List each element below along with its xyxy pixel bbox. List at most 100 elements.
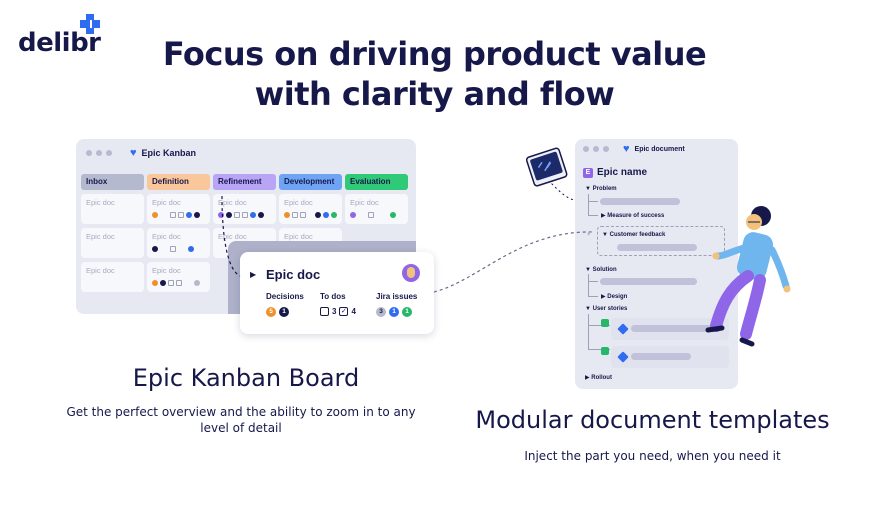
column-header-inbox[interactable]: Inbox bbox=[81, 174, 144, 190]
card-meta bbox=[152, 246, 205, 252]
kanban-card[interactable]: Epic doc bbox=[147, 228, 210, 258]
document-titlebar: ♥ Epic document bbox=[575, 139, 738, 159]
caret-right-icon: ▶ bbox=[601, 213, 608, 219]
checkbox-checked-icon: ✓ bbox=[339, 307, 349, 316]
jira-label: Jira issues bbox=[376, 292, 418, 301]
document-section-heading: Modular document templates bbox=[475, 406, 830, 434]
caret-down-icon: ▼ bbox=[585, 306, 593, 312]
kanban-card[interactable]: Epic doc bbox=[147, 262, 210, 292]
card-title: Epic doc bbox=[152, 232, 181, 241]
section-label: User stories bbox=[592, 306, 628, 312]
decisions-label: Decisions bbox=[266, 292, 304, 301]
section-design[interactable]: ▶ Design bbox=[601, 293, 627, 300]
section-solution[interactable]: ▼ Solution bbox=[585, 267, 617, 273]
document-title-text: Epic document bbox=[634, 145, 685, 153]
kanban-column-inbox: Inbox Epic doc Epic doc Epic doc bbox=[81, 174, 144, 296]
kanban-section-description: Get the perfect overview and the ability… bbox=[66, 405, 416, 435]
section-label: Solution bbox=[592, 267, 617, 273]
kanban-card[interactable]: Epic doc bbox=[213, 194, 276, 224]
tree-line bbox=[588, 280, 598, 297]
document-title: ♥ Epic document bbox=[623, 142, 685, 155]
bookmark-icon bbox=[601, 319, 609, 327]
kanban-titlebar: ♥ Epic Kanban bbox=[76, 139, 416, 167]
card-meta bbox=[218, 212, 271, 218]
card-title: Epic doc bbox=[350, 198, 379, 207]
placeholder-bar bbox=[600, 198, 680, 205]
section-measure-of-success[interactable]: ▶ Measure of success bbox=[601, 212, 664, 219]
jira-badge-gray: 3 bbox=[376, 307, 386, 317]
todos-label: To dos bbox=[320, 292, 346, 301]
column-header-evaluation[interactable]: Evaluation bbox=[345, 174, 408, 190]
column-header-development[interactable]: Development bbox=[279, 174, 342, 190]
document-section-description: Inject the part you need, when you need … bbox=[524, 449, 781, 463]
add-module-plus-icon[interactable]: + bbox=[587, 232, 591, 238]
kanban-card[interactable]: Epic doc bbox=[81, 194, 144, 224]
tree-line bbox=[588, 194, 598, 202]
section-label: Design bbox=[607, 294, 628, 300]
caret-down-icon: ▼ bbox=[585, 186, 593, 192]
expand-arrow-icon[interactable]: ▶ bbox=[250, 270, 257, 279]
page-headline: Focus on driving product value with clar… bbox=[0, 34, 869, 114]
kanban-section-heading: Epic Kanban Board bbox=[132, 364, 360, 392]
jira-group: Jira issues 3 1 1 bbox=[376, 292, 417, 317]
kanban-card[interactable]: Epic doc bbox=[279, 194, 342, 224]
section-user-stories[interactable]: ▼ User stories bbox=[585, 306, 627, 312]
section-label: Customer feedback bbox=[609, 232, 666, 238]
kanban-card[interactable]: Epic doc bbox=[81, 262, 144, 292]
card-title: Epic doc bbox=[86, 198, 115, 207]
jira-badge-green: 1 bbox=[402, 307, 412, 317]
kanban-column-definition: Definition Epic doc Epic doc Epic doc bbox=[147, 174, 210, 296]
epic-name-heading[interactable]: E Epic name bbox=[583, 167, 647, 178]
bookmark-icon bbox=[601, 347, 609, 355]
decisions-closed-badge: 1 bbox=[279, 307, 289, 317]
kanban-card[interactable]: Epic doc bbox=[81, 228, 144, 258]
card-title: Epic doc bbox=[86, 232, 115, 241]
heart-icon: ♥ bbox=[130, 146, 137, 159]
window-dots bbox=[583, 146, 609, 152]
decisions-open-badge: 5 bbox=[266, 307, 276, 317]
headline-line-2: with clarity and flow bbox=[254, 75, 615, 113]
tree-line bbox=[588, 314, 610, 326]
card-meta bbox=[152, 280, 205, 286]
caret-right-icon: ▶ bbox=[601, 294, 608, 300]
module-trail-line bbox=[547, 179, 575, 201]
section-customer-feedback[interactable]: ▼ Customer feedback bbox=[602, 232, 665, 238]
placeholder-bar bbox=[600, 278, 697, 285]
section-label: Rollout bbox=[591, 375, 612, 381]
heart-icon: ♥ bbox=[623, 142, 630, 155]
column-header-refinement[interactable]: Refinement bbox=[213, 174, 276, 190]
card-title: Epic doc bbox=[152, 266, 181, 275]
avatar bbox=[402, 264, 420, 282]
section-rollout[interactable]: ▶ Rollout bbox=[585, 374, 612, 381]
card-meta bbox=[152, 212, 205, 218]
checkbox-empty-icon bbox=[320, 307, 329, 316]
todos-open-count: 3 bbox=[332, 307, 337, 316]
tree-line bbox=[588, 200, 598, 216]
kanban-title-text: Epic Kanban bbox=[141, 148, 197, 158]
delibr-logo[interactable]: delibr bbox=[18, 14, 108, 58]
card-meta bbox=[284, 212, 337, 218]
section-problem[interactable]: ▼ Problem bbox=[585, 186, 617, 192]
card-title: Epic doc bbox=[86, 266, 115, 275]
epic-doc-popup-card[interactable]: ▶ Epic doc Decisions 5 1 To dos 3 ✓ 4 Ji… bbox=[240, 252, 434, 334]
kanban-card[interactable]: Epic doc bbox=[345, 194, 408, 224]
module-card-icon bbox=[525, 147, 568, 187]
section-label: Problem bbox=[592, 186, 617, 192]
headline-line-1: Focus on driving product value bbox=[162, 35, 707, 73]
column-header-definition[interactable]: Definition bbox=[147, 174, 210, 190]
todos-group: To dos 3 ✓ 4 bbox=[320, 292, 356, 316]
card-title: Epic doc bbox=[152, 198, 181, 207]
card-meta bbox=[350, 212, 403, 218]
card-title: Epic doc bbox=[218, 198, 247, 207]
caret-down-icon: ▼ bbox=[585, 267, 593, 273]
decisions-group: Decisions 5 1 bbox=[266, 292, 304, 317]
card-title: Epic doc bbox=[218, 232, 247, 241]
flow-connector-line bbox=[433, 231, 595, 293]
kanban-card[interactable]: Epic doc bbox=[147, 194, 210, 224]
window-dots bbox=[86, 150, 112, 156]
todos-done-count: 4 bbox=[351, 307, 356, 316]
caret-right-icon: ▶ bbox=[585, 375, 592, 381]
tree-line bbox=[588, 326, 610, 350]
placeholder-bar bbox=[631, 353, 691, 360]
epic-name-text: Epic name bbox=[597, 167, 648, 178]
